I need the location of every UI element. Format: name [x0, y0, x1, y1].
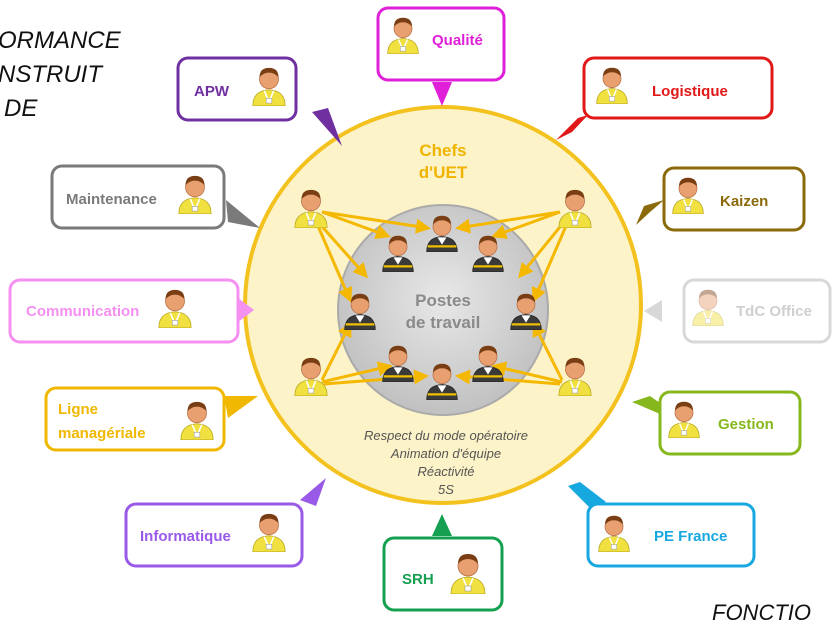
label-ligne-line1: Ligne — [58, 401, 98, 418]
pointer-pe-france — [568, 482, 606, 508]
chefs-label-2: d'UET — [419, 163, 468, 182]
label-srh: SRH — [402, 571, 434, 588]
pointer-srh — [432, 514, 452, 536]
activity-4: 5S — [438, 482, 454, 497]
corner-line-1: ORMANCE — [0, 27, 121, 54]
label-apw: APW — [194, 83, 230, 100]
corner-line-2: NSTRUIT — [0, 61, 102, 88]
chefs-label-1: Chefs — [419, 141, 466, 160]
pointer-qualite — [432, 82, 452, 106]
box-tdc-office[interactable]: TdC Office — [682, 278, 832, 344]
label-logistique: Logistique — [652, 83, 728, 100]
pointer-ligne-manageriale — [224, 396, 258, 418]
label-tdc-office: TdC Office — [736, 303, 812, 320]
box-maintenance[interactable]: Maintenance — [50, 164, 226, 230]
label-communication: Communication — [26, 303, 139, 320]
postes-label-1: Postes — [415, 291, 471, 310]
pointer-apw — [312, 108, 342, 146]
box-apw[interactable]: APW — [176, 56, 298, 122]
label-gestion: Gestion — [718, 416, 774, 433]
box-gestion[interactable]: Gestion — [658, 390, 802, 456]
pointer-informatique — [300, 478, 326, 506]
label-informatique: Informatique — [140, 528, 231, 545]
label-pe-france: PE France — [654, 528, 727, 545]
pointer-logistique — [556, 115, 588, 140]
box-srh[interactable]: SRH — [382, 536, 504, 612]
label-maintenance: Maintenance — [66, 191, 157, 208]
activity-3: Réactivité — [417, 464, 474, 479]
label-kaizen: Kaizen — [720, 193, 768, 210]
box-communication[interactable]: Communication — [8, 278, 240, 344]
box-qualite[interactable]: Qualité — [376, 6, 506, 82]
pointer-kaizen — [636, 200, 664, 225]
box-pe-france[interactable]: PE France — [586, 502, 756, 568]
postes-label-2: de travail — [406, 313, 481, 332]
label-ligne-line2: managériale — [58, 425, 146, 442]
box-logistique[interactable]: Logistique — [582, 56, 774, 120]
pointer-maintenance — [226, 200, 260, 228]
label-qualite: Qualité — [432, 32, 483, 49]
corner-line-3: DE — [4, 95, 38, 122]
activity-2: Animation d'équipe — [390, 446, 501, 461]
box-informatique[interactable]: Informatique — [124, 502, 304, 568]
corner-text-top: ORMANCE NSTRUIT DE — [0, 24, 121, 126]
pointer-tdc — [644, 300, 662, 322]
activity-1: Respect du mode opératoire — [364, 428, 528, 443]
pointer-communication — [238, 298, 254, 322]
box-ligne-manageriale[interactable]: Ligne managériale — [44, 386, 226, 452]
callout-pointers — [224, 82, 670, 536]
box-kaizen[interactable]: Kaizen — [662, 166, 806, 232]
